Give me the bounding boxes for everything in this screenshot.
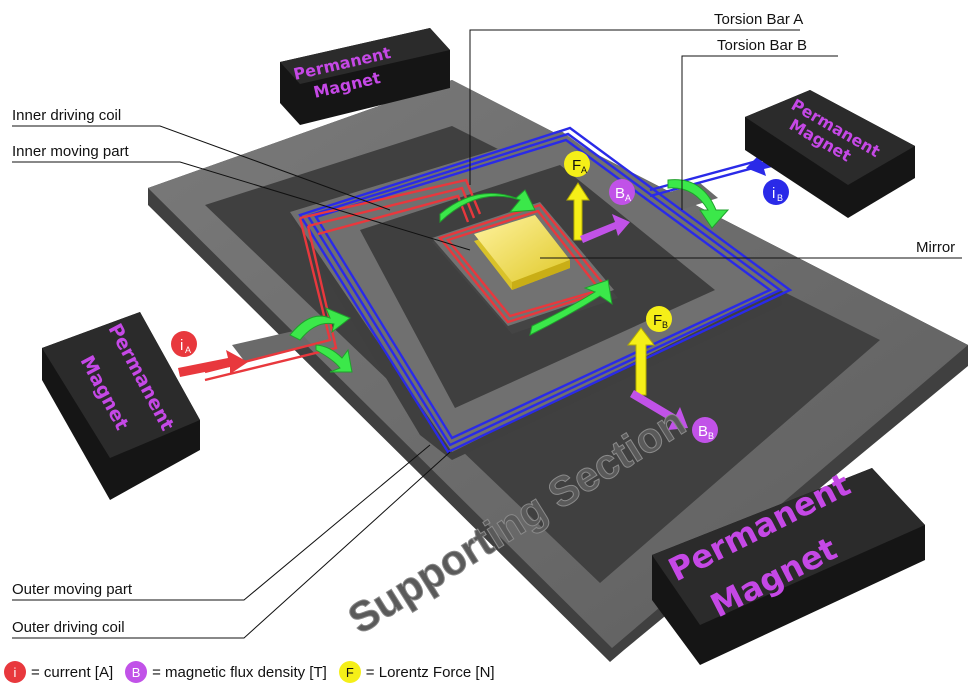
force-b-arrow-icon: [626, 327, 656, 396]
flux-a-symbol: B: [615, 185, 625, 202]
green-arrow-icon: [439, 189, 536, 224]
legend-text-current: = current [A]: [31, 663, 114, 681]
legend-text-flux: = magnetic flux density [T]: [152, 663, 327, 681]
svg-text:A: A: [185, 345, 191, 355]
svg-text:B: B: [662, 320, 668, 330]
force-a-arrow-icon: [566, 182, 590, 241]
magnet-left: Permanent Magnet: [42, 312, 200, 500]
flux-b-symbol: B: [698, 423, 708, 440]
current-a-symbol: i: [180, 337, 183, 354]
current-b-symbol: i: [772, 185, 775, 202]
svg-text:A: A: [625, 193, 631, 203]
label-torsion-bar-a: Torsion Bar A: [714, 11, 803, 28]
magnet-right: Permanent Magnet: [745, 90, 915, 218]
callout-lines: [12, 29, 962, 639]
label-inner-driving-coil: Inner driving coil: [12, 107, 121, 124]
green-arrow-icon: [529, 279, 613, 336]
flux-a-arrow-icon: [580, 214, 630, 243]
current-legend-icon: i: [4, 661, 26, 683]
outer-torsion-bars: [232, 183, 718, 362]
current-a-arrow-icon: [178, 350, 248, 377]
green-arrow-icon: [315, 344, 353, 373]
rotation-arrows: [289, 179, 730, 373]
force-legend-icon: F: [338, 661, 361, 683]
label-outer-moving-part: Outer moving part: [12, 581, 133, 598]
green-arrow-icon: [289, 307, 351, 341]
force-a-symbol: F: [572, 157, 581, 174]
svg-text:A: A: [581, 165, 587, 175]
mirror: [474, 215, 570, 290]
label-outer-driving-coil: Outer driving coil: [12, 619, 125, 636]
legend-text-force: = Lorentz Force [N]: [365, 663, 495, 681]
flux-b-arrow-icon: [630, 390, 688, 430]
svg-text:B: B: [777, 193, 783, 203]
symbol-markers: F A B A F B B B i A i B: [171, 151, 789, 443]
force-b-symbol: F: [653, 312, 662, 329]
flux-legend-icon: B: [125, 661, 148, 683]
label-torsion-bar-b: Torsion Bar B: [717, 37, 807, 54]
legend-item-force: F = Lorentz Force [N]: [338, 661, 495, 683]
flux-arrows: [580, 214, 688, 430]
legend: i = current [A] B = magnetic flux densit…: [4, 660, 507, 684]
legend-item-flux: B = magnetic flux density [T]: [125, 661, 327, 683]
svg-text:B: B: [708, 431, 714, 441]
force-arrows: [566, 182, 656, 396]
label-mirror: Mirror: [916, 239, 955, 256]
magnet-top: Permanent Magnet: [280, 28, 450, 125]
label-inner-moving-part: Inner moving part: [12, 143, 130, 160]
legend-item-current: i = current [A]: [4, 661, 113, 683]
